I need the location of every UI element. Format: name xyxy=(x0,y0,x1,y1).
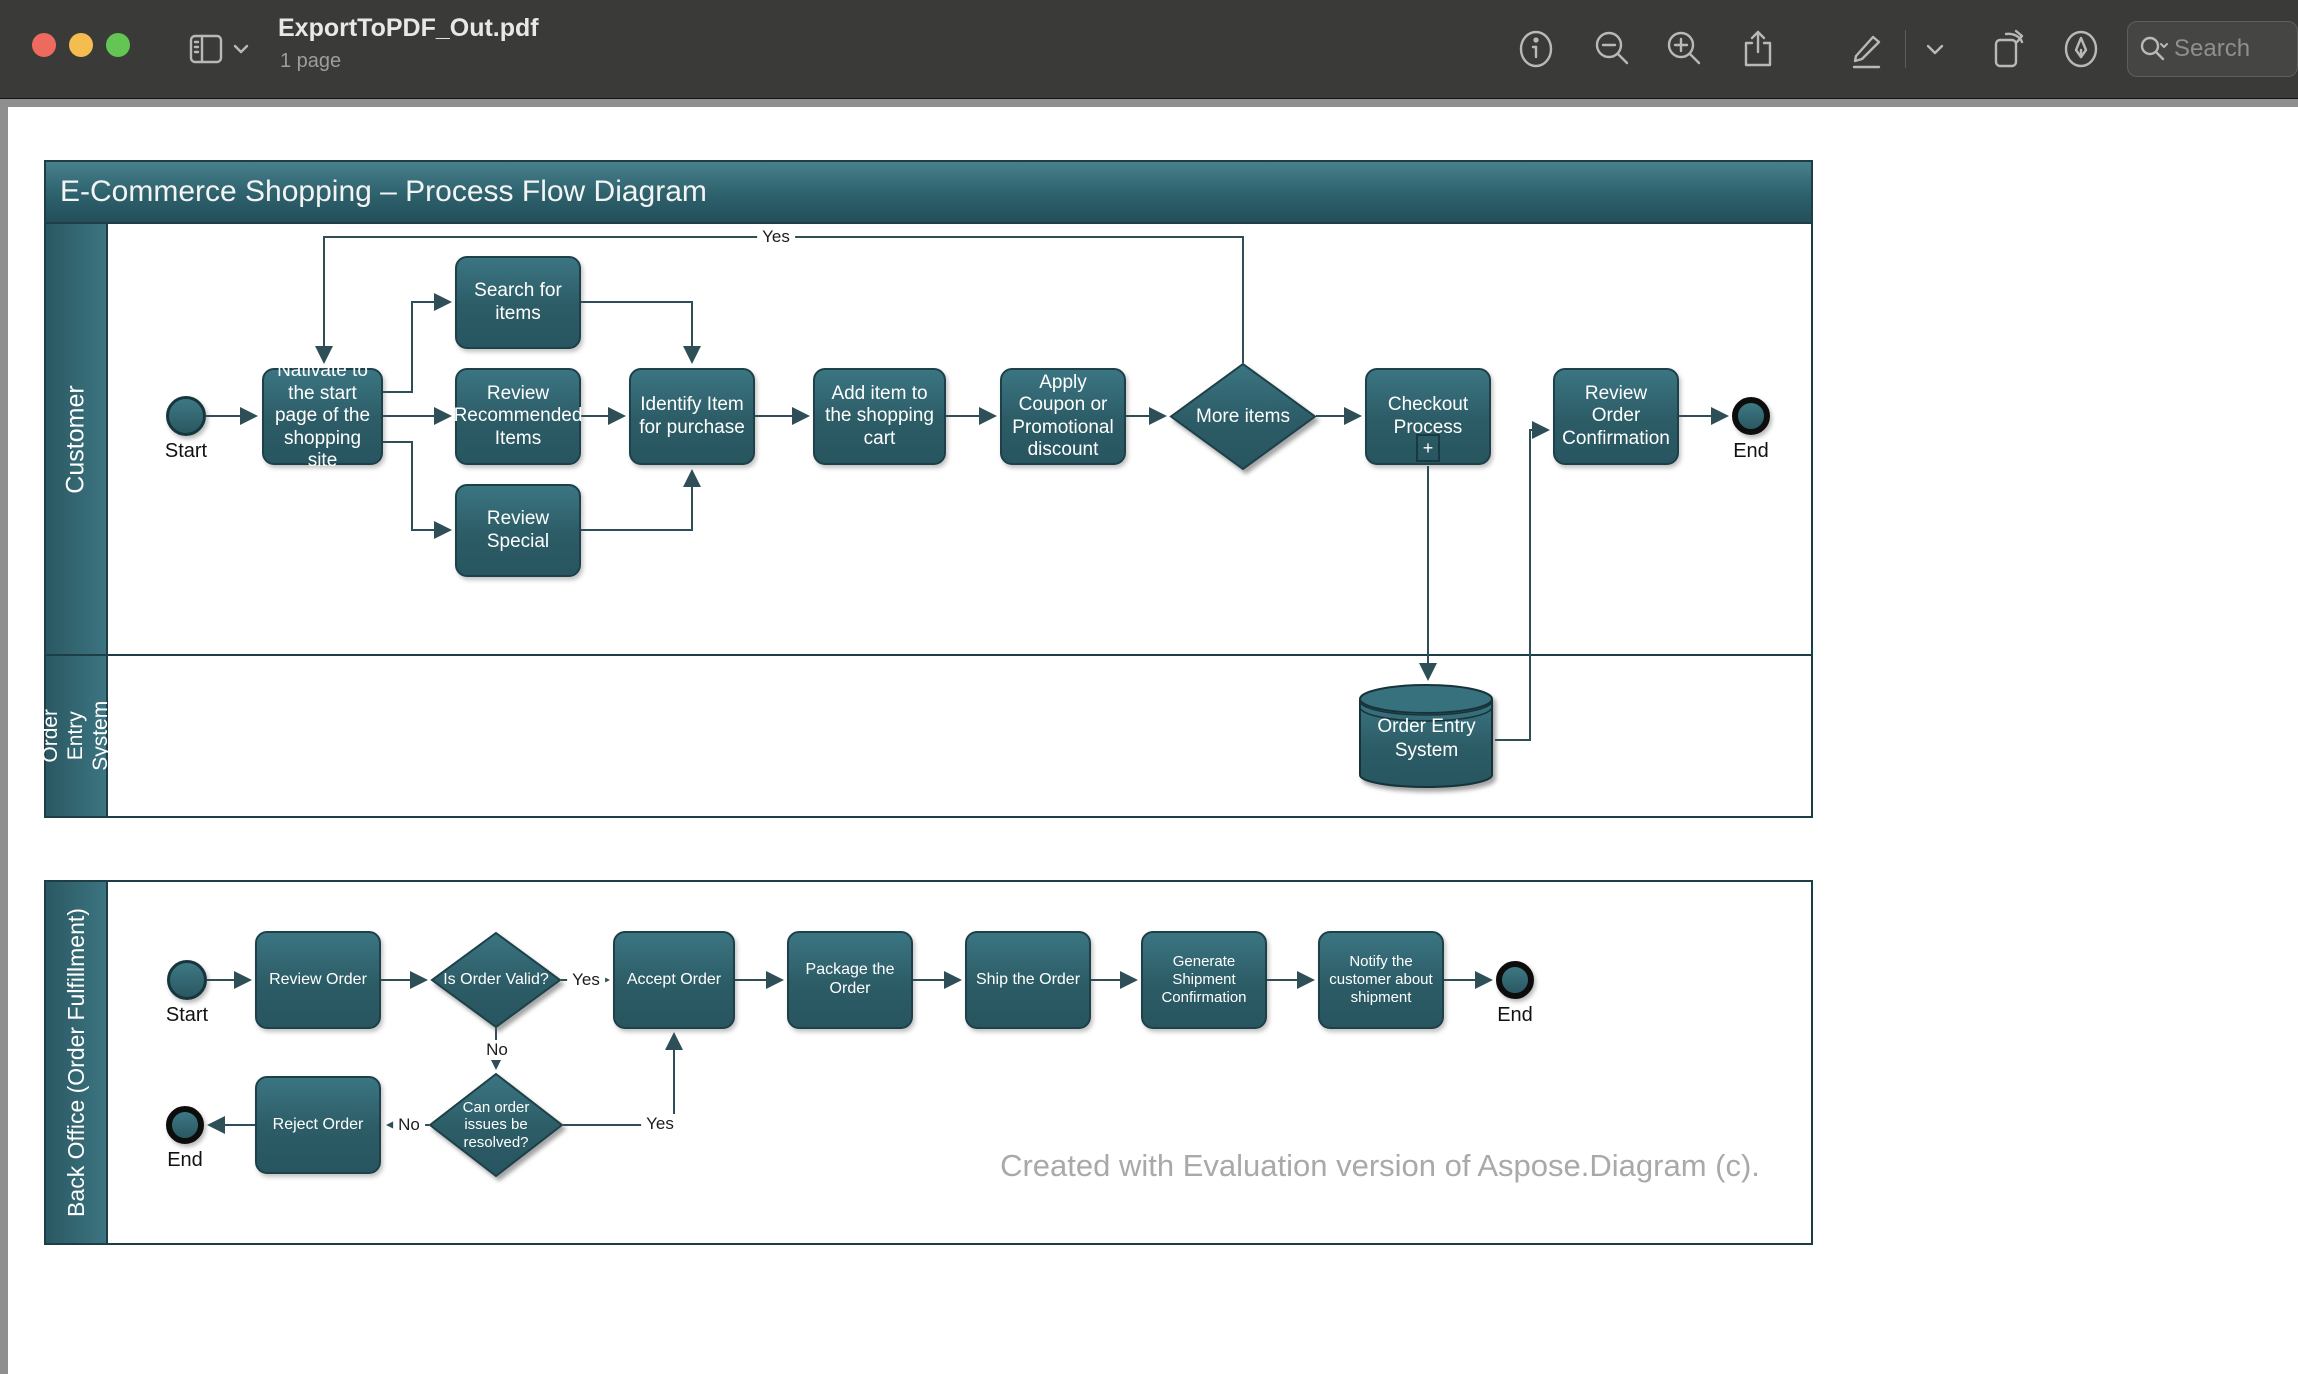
chevron-down-icon xyxy=(233,44,249,54)
gateway-more-items[interactable]: More items xyxy=(1169,362,1317,471)
task-accept-order[interactable]: Accept Order xyxy=(613,931,735,1029)
task-review-recommended[interactable]: Review Recommended Items xyxy=(454,368,582,465)
info-button[interactable] xyxy=(1513,26,1559,72)
start-event-fulfillment[interactable] xyxy=(167,960,207,1000)
pool-shopping xyxy=(44,222,1813,818)
page-count: 1 page xyxy=(280,50,342,72)
close-button[interactable] xyxy=(32,33,56,57)
markup-chevron-button[interactable] xyxy=(1916,26,1954,72)
task-reject-order[interactable]: Reject Order xyxy=(255,1076,381,1174)
end-event-fulfillment[interactable] xyxy=(1496,961,1534,999)
rotate-button[interactable] xyxy=(1986,26,2032,72)
task-package-order[interactable]: Package the Order xyxy=(787,931,913,1029)
lane-label-order-entry-system: Order Entry System xyxy=(39,654,113,818)
task-review-confirmation[interactable]: Review Order Confirmation xyxy=(1553,368,1679,465)
end3-label: End xyxy=(167,1149,203,1171)
edge-label-valid-no: No xyxy=(481,1040,513,1060)
title-bar: ExportToPDF_Out.pdf 1 page xyxy=(0,0,2298,99)
zoom-in-button[interactable] xyxy=(1661,26,1707,72)
content-left-strip xyxy=(0,99,8,1374)
lane-divider xyxy=(106,654,1813,656)
task-navigate[interactable]: Nativate to the start page of the shoppi… xyxy=(262,360,383,471)
minimize-button[interactable] xyxy=(69,33,93,57)
zoom-window-button[interactable] xyxy=(106,33,130,57)
end-label: End xyxy=(1733,440,1769,462)
task-review-special[interactable]: Review Special xyxy=(455,484,581,577)
sidebar-toggle-button[interactable] xyxy=(186,28,252,70)
task-apply-coupon[interactable]: Apply Coupon or Promotional discount xyxy=(1000,368,1126,465)
task-ship-order[interactable]: Ship the Order xyxy=(965,931,1091,1029)
pen-button[interactable] xyxy=(2058,26,2104,72)
search-icon xyxy=(2140,36,2168,61)
task-generate-confirmation[interactable]: Generate Shipment Confirmation xyxy=(1141,931,1267,1029)
task-search-items[interactable]: Search for items xyxy=(455,256,581,349)
diagram-title-banner: E-Commerce Shopping – Process Flow Diagr… xyxy=(44,160,1813,224)
start2-label: Start xyxy=(165,1004,209,1026)
edge-label-yes-loop: Yes xyxy=(757,227,795,247)
gateway-is-order-valid[interactable]: Is Order Valid? xyxy=(430,931,562,1029)
window-title: ExportToPDF_Out.pdf xyxy=(278,14,539,42)
task-checkout-process[interactable]: Checkout Process xyxy=(1365,368,1491,465)
edge-label-valid-yes: Yes xyxy=(567,970,605,990)
toolbar-divider xyxy=(1905,30,1906,68)
search-field[interactable] xyxy=(2127,21,2298,77)
task-review-order[interactable]: Review Order xyxy=(255,931,381,1029)
task-identify-item[interactable]: Identify Item for purchase xyxy=(629,368,755,465)
end-event-rejected[interactable] xyxy=(166,1106,204,1144)
start-label: Start xyxy=(164,440,208,462)
datastore-order-entry-system[interactable] xyxy=(1358,683,1495,793)
search-input[interactable] xyxy=(2172,34,2266,64)
lane-label-back-office: Back Office (Order Fulfillment) xyxy=(44,880,108,1245)
task-notify-customer[interactable]: Notify the customer about shipment xyxy=(1318,931,1444,1029)
start-event-shopping[interactable] xyxy=(166,396,206,436)
edge-label-resolve-no: No xyxy=(393,1115,425,1135)
task-add-item[interactable]: Add item to the shopping cart xyxy=(813,368,946,465)
sidebar-icon xyxy=(189,34,223,64)
markup-pencil-button[interactable] xyxy=(1843,26,1889,72)
evaluation-watermark: Created with Evaluation version of Aspos… xyxy=(1000,1148,1760,1183)
gateway-can-resolve[interactable]: Can order issues be resolved? xyxy=(428,1072,564,1178)
zoom-out-button[interactable] xyxy=(1589,26,1635,72)
share-button[interactable] xyxy=(1735,26,1781,72)
lane-label-customer: Customer xyxy=(44,222,108,656)
subprocess-plus-icon: + xyxy=(1416,434,1440,462)
content-top-band xyxy=(0,99,2298,107)
end2-label: End xyxy=(1497,1004,1533,1026)
end-event-shopping[interactable] xyxy=(1732,397,1770,435)
datastore-label: Order Entry System xyxy=(1377,716,1476,761)
edge-label-resolve-yes: Yes xyxy=(641,1114,679,1134)
